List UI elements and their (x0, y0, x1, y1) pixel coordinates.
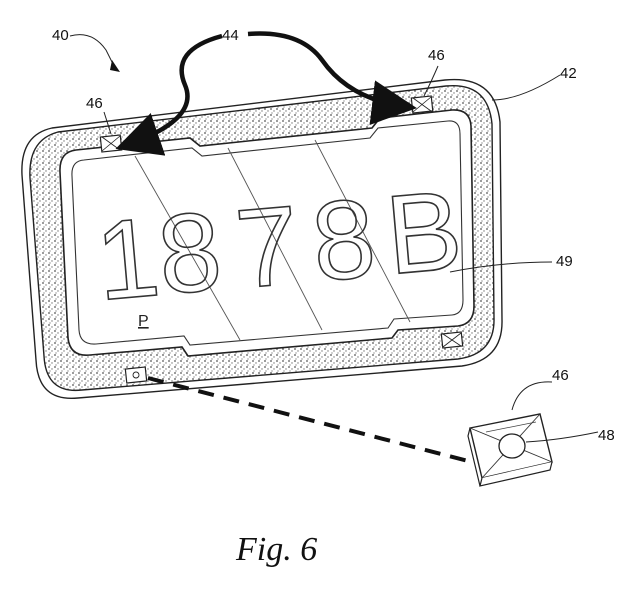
fastener-bottom-left-icon (124, 366, 148, 384)
ref-44: 44 (222, 27, 239, 44)
plate-lens (71, 120, 464, 346)
arrow-to-left-fastener (115, 33, 223, 156)
ref-46-right: 46 (428, 47, 445, 64)
arrow-to-right-fastener (247, 31, 417, 126)
plate-char-4: 8 (307, 175, 380, 305)
fastener-bottom-right-icon (440, 331, 464, 349)
license-plate-frame (21, 78, 503, 400)
figure-caption: Fig. 6 (235, 531, 317, 568)
plate-char-3: 7 (231, 182, 304, 312)
ref-46-lower: 46 (552, 367, 569, 384)
ref-48: 48 (598, 427, 615, 444)
plate-char-2: 8 (153, 188, 226, 318)
plate-char-1: 1 (91, 194, 164, 324)
ref-46-left: 46 (86, 95, 103, 112)
leader-lines (69, 34, 599, 443)
fastener-top-left-icon (99, 134, 123, 153)
ref-42: 42 (560, 65, 577, 82)
detached-fastener-icon (467, 413, 553, 487)
reference-numerals: 40 44 46 46 42 49 46 48 (52, 27, 615, 444)
plate-char-5: B (381, 167, 466, 298)
plate-small-text: P (138, 313, 149, 330)
dashed-connector (147, 376, 473, 464)
transfer-arrows (115, 31, 417, 156)
fastener-top-right-icon (410, 95, 434, 114)
ref-40: 40 (52, 27, 69, 44)
ref-49: 49 (556, 253, 573, 270)
ref-40-arrow-icon (110, 60, 120, 72)
plate-characters: 1 8 7 8 B P (90, 166, 467, 330)
